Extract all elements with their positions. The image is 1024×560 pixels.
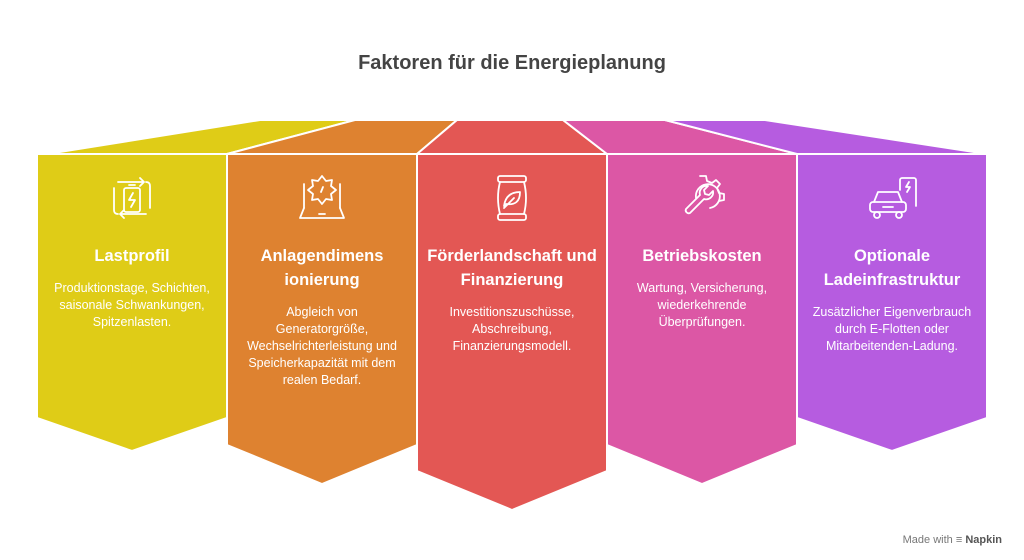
column-purple [796,153,988,452]
column-description: Zusätzlicher Eigenverbrauch durch E-Flot… [812,305,972,353]
page-title: Faktoren für die Energieplanung [358,52,666,74]
column-description: Produktionstage, Schichten, saisonale Sc… [54,281,210,329]
column-red [416,153,608,511]
column-foerderlandschaft: Förderlandschaft und Finanzierung Invest… [419,170,605,355]
column-anlagendimensionierung: Anlagendimens ionierung Abgleich von Gen… [229,170,415,389]
napkin-logo-icon: ≡ [955,534,963,546]
column-lastprofil: Lastprofil Produktionstage, Schichten, s… [39,170,225,331]
column-betriebskosten: Betriebskosten Wartung, Versicherung, wi… [609,170,795,331]
column-title: Betriebskosten [642,247,762,265]
battery-cycle-icon [113,177,151,219]
leaf-bag-icon [497,175,527,221]
napkin-attribution[interactable]: Made with ≡ Napkin [903,534,1002,546]
column-title: Anlagendimens ionierung [260,247,384,289]
column-description: Abgleich von Generatorgröße, Wechselrich… [247,305,397,387]
column-title: Optionale Ladeinfrastruktur [823,247,961,289]
column-pink [606,153,798,485]
column-ladeinfrastruktur: Optionale Ladeinfrastruktur Zusätzlicher… [799,170,985,355]
ev-charging-icon [869,177,917,219]
column-yellow [36,153,228,452]
footer-brand: Napkin [965,534,1002,546]
column-description: Wartung, Versicherung, wiederkehrende Üb… [636,281,768,329]
column-title: Förderlandschaft und Finanzierung [427,247,597,289]
column-description: Investitionszuschüsse, Abschreibung, Fin… [449,305,575,353]
laptop-gear-icon [299,175,345,219]
column-title: Lastprofil [94,247,170,265]
footer-prefix: Made with [902,534,953,546]
column-orange [226,153,418,485]
wrench-gear-icon [684,175,725,215]
